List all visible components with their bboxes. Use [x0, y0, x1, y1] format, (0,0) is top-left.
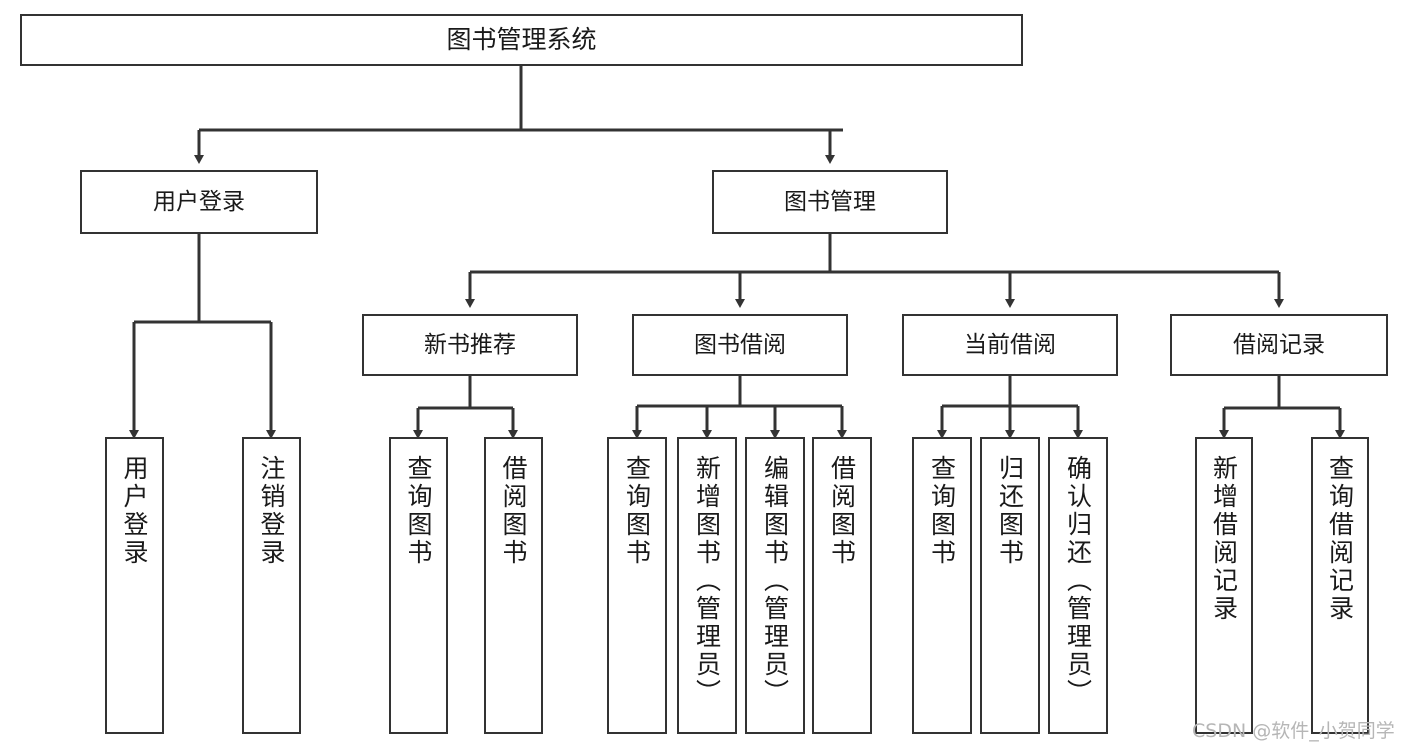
node-label: 借阅记录: [1233, 331, 1325, 358]
node-label: 确认归还（管理员）: [1063, 455, 1093, 707]
node-label: 查询图书: [622, 455, 652, 567]
node-label: 当前借阅: [964, 331, 1056, 358]
node-label: 图书管理: [784, 188, 876, 215]
watermark-text: CSDN @软件_小贺同学: [1192, 720, 1395, 742]
node-label: 编辑图书（管理员）: [760, 455, 790, 707]
node-label: 归还图书: [995, 455, 1025, 567]
node-leaf-query-record[interactable]: 查询借阅记录: [1311, 437, 1369, 734]
node-label: 注销登录: [257, 455, 286, 567]
node-new-book-recommend[interactable]: 新书推荐: [362, 314, 578, 376]
node-leaf-logout-login[interactable]: 注销登录: [242, 437, 301, 734]
node-leaf-confirm-return[interactable]: 确认归还（管理员）: [1048, 437, 1108, 734]
node-label: 图书借阅: [694, 331, 786, 358]
node-leaf-add-record[interactable]: 新增借阅记录: [1195, 437, 1253, 734]
node-leaf-add-book[interactable]: 新增图书（管理员）: [677, 437, 737, 734]
node-user-login[interactable]: 用户登录: [80, 170, 318, 234]
node-current-borrow[interactable]: 当前借阅: [902, 314, 1118, 376]
node-book-borrow[interactable]: 图书借阅: [632, 314, 848, 376]
node-label: 新增借阅记录: [1209, 455, 1239, 623]
node-label: 查询图书: [927, 455, 957, 567]
node-label: 查询图书: [404, 455, 433, 567]
node-leaf-user-login[interactable]: 用户登录: [105, 437, 164, 734]
node-borrow-record[interactable]: 借阅记录: [1170, 314, 1388, 376]
node-root-book-management-system[interactable]: 图书管理系统: [20, 14, 1023, 66]
node-leaf-borrow-book-1[interactable]: 借阅图书: [484, 437, 543, 734]
node-label: 用户登录: [153, 188, 245, 215]
node-label: 借阅图书: [827, 455, 857, 567]
node-leaf-query-book-1[interactable]: 查询图书: [389, 437, 448, 734]
node-label: 新书推荐: [424, 331, 516, 358]
node-label: 借阅图书: [499, 455, 528, 567]
node-leaf-borrow-book-2[interactable]: 借阅图书: [812, 437, 872, 734]
node-book-management[interactable]: 图书管理: [712, 170, 948, 234]
node-label: 图书管理系统: [446, 25, 597, 55]
node-label: 新增图书（管理员）: [692, 455, 722, 707]
node-label: 查询借阅记录: [1325, 455, 1355, 623]
node-leaf-return-book[interactable]: 归还图书: [980, 437, 1040, 734]
node-leaf-query-book-3[interactable]: 查询图书: [912, 437, 972, 734]
node-label: 用户登录: [120, 455, 149, 567]
node-leaf-edit-book[interactable]: 编辑图书（管理员）: [745, 437, 805, 734]
node-leaf-query-book-2[interactable]: 查询图书: [607, 437, 667, 734]
